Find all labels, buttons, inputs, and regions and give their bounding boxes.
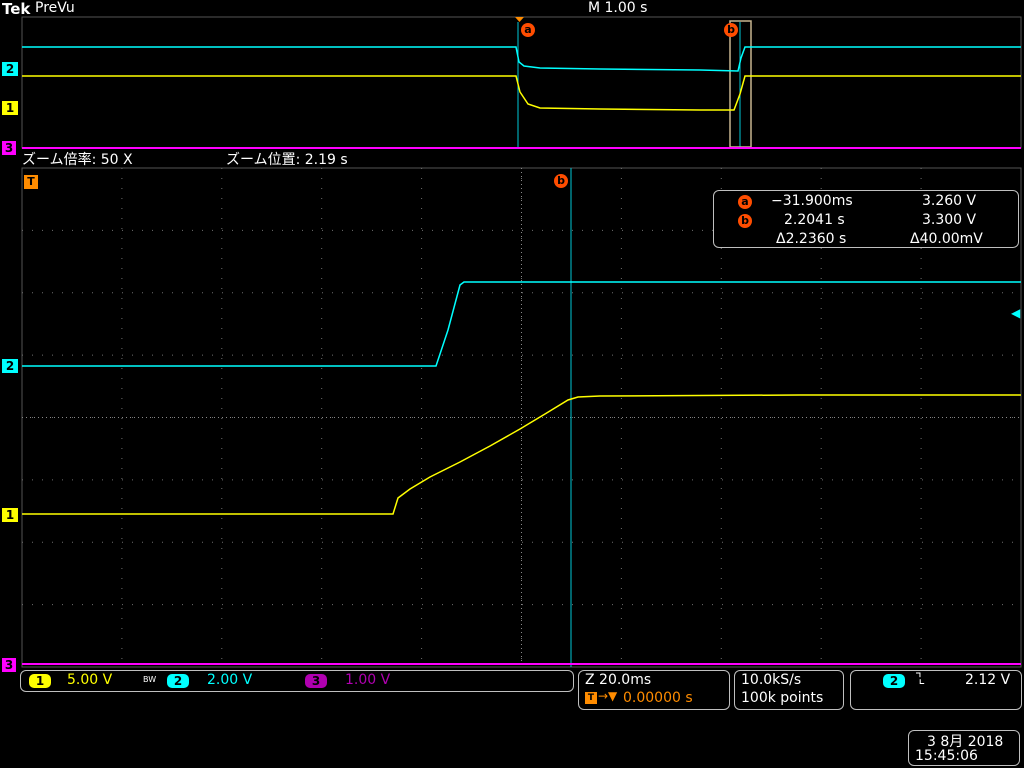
- readout-cursor-a-icon: a: [738, 195, 752, 209]
- overview-cursor-b-label[interactable]: b: [724, 23, 738, 37]
- zoom-factor-label: ズーム倍率: 50 X: [22, 152, 133, 168]
- zoom-position-label: ズーム位置: 2.19 s: [226, 152, 348, 168]
- acquisition-mode: PreVu: [35, 0, 75, 16]
- date: 3 8月 2018: [927, 734, 1004, 750]
- datetime-panel: 3 8月 2018 15:45:06: [908, 730, 1020, 766]
- trigger-source-chip[interactable]: 2: [883, 674, 905, 688]
- cursor-delta-value: Δ40.00mV: [910, 231, 983, 247]
- brand-logo: Tek: [2, 0, 31, 18]
- acquisition-panel[interactable]: 10.0kS/s 100k points: [734, 670, 844, 710]
- cursor-b-time: 2.2041 s: [784, 212, 845, 228]
- overview-ch2-marker[interactable]: 2: [2, 62, 18, 76]
- trigger-position-icon: T: [585, 692, 597, 704]
- ch1-scale: 5.00 V: [67, 672, 113, 688]
- graticule-grid: [21, 167, 1022, 668]
- trigger-level-arrow-icon[interactable]: ◀: [1011, 306, 1021, 320]
- ch3-scale: 1.00 V: [345, 672, 391, 688]
- record-length: 100k points: [741, 690, 824, 706]
- delay-arrow-icon: →▼: [598, 689, 618, 703]
- sample-rate: 10.0kS/s: [741, 672, 802, 688]
- horizontal-settings-panel[interactable]: Z 20.0ms T →▼ 0.00000 s: [578, 670, 730, 710]
- zoom-timebase: Z 20.0ms: [585, 672, 652, 688]
- ch3-ground-marker[interactable]: 3: [2, 658, 16, 672]
- ch1-chip[interactable]: 1: [29, 674, 51, 688]
- cursor-readout-panel: a −31.900ms 3.260 V b 2.2041 s 3.300 V Δ…: [713, 190, 1019, 248]
- ch2-chip[interactable]: 2: [167, 674, 189, 688]
- main-timebase: M 1.00 s: [588, 0, 648, 16]
- cursor-a-value: 3.260 V: [922, 193, 977, 209]
- ch1-ground-marker[interactable]: 1: [2, 508, 18, 522]
- falling-edge-icon: ⌝⌞: [915, 671, 926, 687]
- ch3-chip[interactable]: 3: [305, 674, 327, 688]
- overview-ch1-marker[interactable]: 1: [2, 101, 18, 115]
- cursor-b-label[interactable]: b: [554, 174, 568, 188]
- vertical-settings-panel[interactable]: 1 5.00 V BW 2 2.00 V 3 1.00 V: [20, 670, 574, 692]
- ch2-scale: 2.00 V: [207, 672, 253, 688]
- overview-ch3-marker[interactable]: 3: [2, 141, 16, 155]
- trigger-position-marker[interactable]: T: [24, 175, 38, 189]
- cursor-a-time: −31.900ms: [771, 193, 853, 209]
- bandwidth-limit-indicator: BW: [143, 675, 157, 684]
- trigger-level: 2.12 V: [965, 672, 1011, 688]
- cursor-delta-time: Δ2.2360 s: [776, 231, 847, 247]
- readout-cursor-b-icon: b: [738, 214, 752, 228]
- cursor-b-value: 3.300 V: [922, 212, 977, 228]
- overview-cursor-a-label[interactable]: a: [521, 23, 535, 37]
- trigger-settings-panel[interactable]: 2 ⌝⌞ 2.12 V: [850, 670, 1022, 710]
- ch2-ground-marker[interactable]: 2: [2, 359, 18, 373]
- time: 15:45:06: [915, 748, 978, 764]
- trigger-delay: 0.00000 s: [623, 690, 693, 706]
